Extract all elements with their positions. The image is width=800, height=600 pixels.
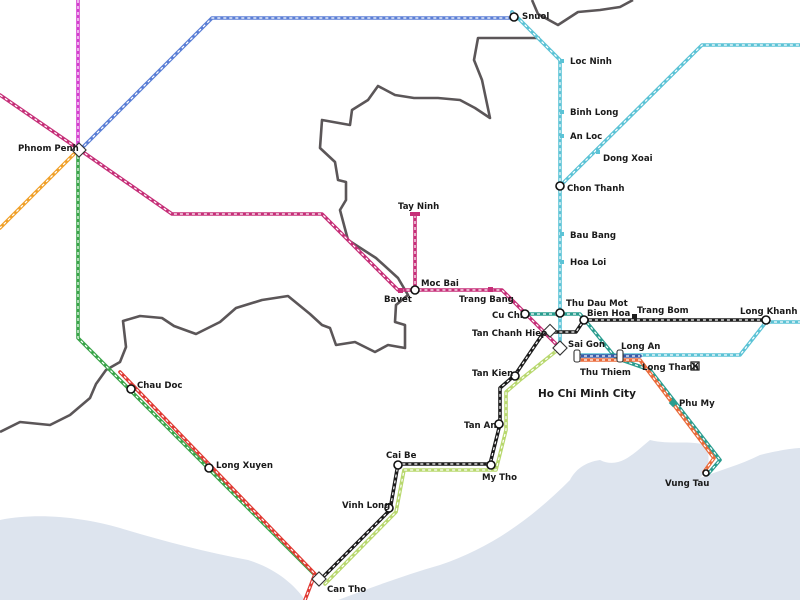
- stop-loc-ninh[interactable]: [560, 59, 564, 63]
- labels: Snuol Loc Ninh Binh Long An Loc Dong Xoa…: [18, 12, 797, 595]
- station-thu-thiem[interactable]: [573, 349, 581, 363]
- border-main: [0, 36, 540, 434]
- label-tan-kien: Tan Kien: [472, 369, 513, 379]
- rose-line-northwest: [0, 93, 82, 152]
- station-vung-tau[interactable]: [702, 469, 710, 477]
- orange-line-southwest: [0, 148, 80, 230]
- label-phu-my: Phu My: [679, 399, 715, 409]
- green-line-phnom-penh-can-tho: [76, 148, 322, 582]
- airport-icon: [690, 361, 700, 371]
- cyan-line-long-an-east: [578, 320, 800, 357]
- label-trang-bom: Trang Bom: [637, 306, 689, 316]
- label-tay-ninh: Tay Ninh: [398, 202, 439, 212]
- station-thu-dau-mot[interactable]: [555, 308, 565, 318]
- sea-southeast: [338, 440, 800, 600]
- label-chau-doc: Chau Doc: [137, 381, 182, 391]
- station-moc-bai[interactable]: [410, 285, 420, 295]
- stations: [71, 12, 771, 587]
- label-ho-chi-minh-city: Ho Chi Minh City: [538, 388, 636, 400]
- stop-tay-ninh[interactable]: [410, 212, 420, 216]
- cyan-line-snuol-saigon: [510, 10, 562, 350]
- label-phnom-penh: Phnom Penh: [18, 144, 79, 154]
- station-chon-thanh[interactable]: [555, 181, 565, 191]
- label-hoa-loi: Hoa Loi: [570, 258, 606, 268]
- sea-southwest: [0, 516, 305, 600]
- stop-bau-bang[interactable]: [560, 232, 564, 236]
- station-sai-gon[interactable]: [552, 340, 568, 356]
- label-trang-bang: Trang Bang: [459, 295, 514, 305]
- label-vung-tau: Vung Tau: [665, 479, 709, 489]
- label-long-thanh: Long Thanh: [642, 363, 699, 373]
- lime-line-can-tho-saigon: [323, 346, 562, 586]
- sea-areas: [0, 440, 800, 600]
- station-tan-chanh-hiep[interactable]: [542, 323, 558, 338]
- station-tan-kien[interactable]: [510, 371, 520, 381]
- label-bavet: Bavet: [384, 295, 412, 305]
- stop-phu-my[interactable]: [668, 398, 678, 408]
- station-long-an[interactable]: [616, 349, 624, 363]
- stop-dong-xoai[interactable]: [596, 150, 600, 154]
- station-tan-an[interactable]: [494, 419, 504, 429]
- label-my-tho: My Tho: [482, 473, 517, 483]
- label-snuol: Snuol: [522, 12, 549, 22]
- station-long-xuyen[interactable]: [204, 463, 214, 473]
- station-snuol[interactable]: [509, 12, 519, 22]
- stop-bavet[interactable]: [398, 288, 403, 293]
- station-phnom-penh[interactable]: [71, 142, 87, 158]
- teal-line-cu-chi-vung-tau: [523, 312, 722, 476]
- red-line-chau-doc-can-tho: [118, 370, 317, 600]
- label-cu-chi: Cu Chi: [492, 311, 523, 321]
- label-long-khanh: Long Khanh: [740, 307, 797, 317]
- station-chau-doc[interactable]: [126, 384, 136, 394]
- label-cai-be: Cai Be: [386, 451, 417, 461]
- stop-hoa-loi[interactable]: [560, 260, 564, 264]
- label-an-loc: An Loc: [570, 132, 602, 142]
- label-loc-ninh: Loc Ninh: [570, 57, 612, 67]
- station-vinh-long[interactable]: [384, 503, 394, 513]
- label-tan-an: Tan An: [464, 421, 496, 431]
- country-border: [0, 0, 634, 434]
- station-bien-hoa[interactable]: [579, 315, 589, 325]
- label-tan-chanh-hiep: Tan Chanh Hiep: [472, 329, 547, 339]
- blue-line-snuol-phnom-penh: [78, 10, 514, 152]
- label-sai-gon: Sai Gon: [568, 340, 605, 350]
- rose-line-phnom-penh-saigon: [78, 148, 562, 350]
- label-thu-thiem: Thu Thiem: [580, 368, 631, 378]
- stop-an-loc[interactable]: [560, 134, 564, 138]
- stop-binh-long[interactable]: [560, 110, 564, 114]
- label-vinh-long: Vinh Long: [342, 501, 390, 511]
- label-long-xuyen: Long Xuyen: [216, 461, 273, 471]
- label-bien-hoa: Bien Hoa: [587, 309, 631, 319]
- label-chon-thanh: Chon Thanh: [567, 184, 624, 194]
- black-line-can-tho-long-khanh: [318, 318, 768, 582]
- label-can-tho: Can Tho: [327, 585, 366, 595]
- label-bau-bang: Bau Bang: [570, 231, 616, 241]
- label-long-an: Long An: [621, 342, 660, 352]
- station-cai-be[interactable]: [393, 460, 403, 470]
- border-north: [530, 0, 634, 27]
- label-thu-dau-mot: Thu Dau Mot: [566, 299, 628, 309]
- station-can-tho[interactable]: [311, 571, 327, 587]
- station-long-khanh[interactable]: [761, 315, 771, 325]
- stop-trang-bang[interactable]: [488, 287, 493, 292]
- station-cu-chi[interactable]: [520, 309, 530, 319]
- stop-trang-bom[interactable]: [632, 314, 637, 319]
- label-moc-bai: Moc Bai: [421, 279, 459, 289]
- label-binh-long: Binh Long: [570, 108, 618, 118]
- label-dong-xoai: Dong Xoai: [603, 154, 653, 164]
- station-my-tho[interactable]: [486, 460, 496, 470]
- cyan-line-chon-thanh-northeast: [558, 43, 800, 188]
